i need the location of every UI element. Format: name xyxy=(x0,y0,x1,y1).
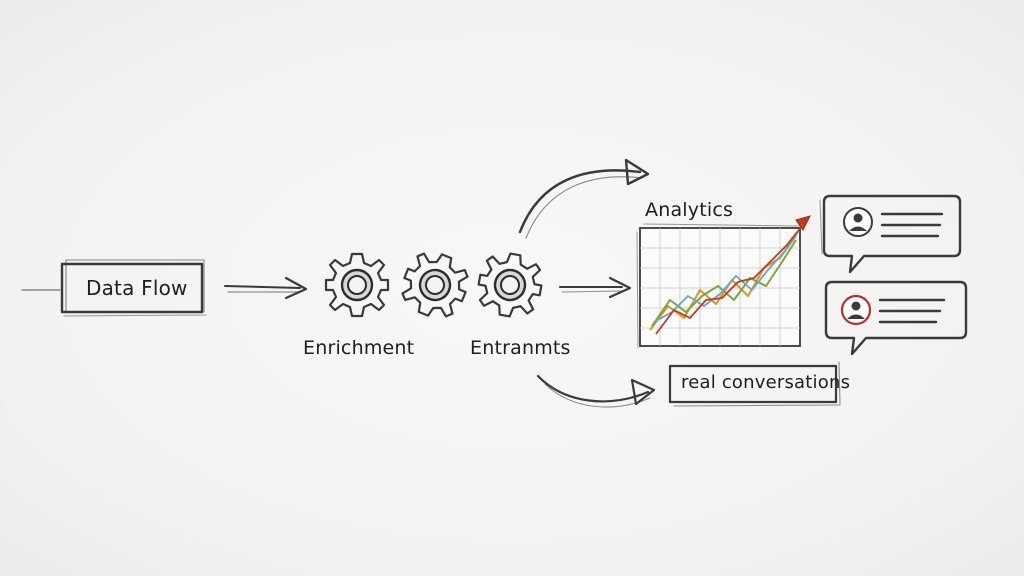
chart-series-red xyxy=(655,225,803,335)
data-flow-box xyxy=(60,259,207,317)
arrow-to-gears xyxy=(224,276,308,300)
chat-bubble-icon-2 xyxy=(824,280,968,356)
user-avatar-icon-2 xyxy=(840,294,872,326)
chat-bubble-icon-1 xyxy=(819,194,962,274)
enrichment-label: Enrichment xyxy=(303,337,415,359)
entranmts-label: Entranmts xyxy=(470,337,571,359)
gear-icon-2 xyxy=(393,243,477,327)
user-avatar-icon-1 xyxy=(843,207,873,237)
gear-icon-1 xyxy=(324,252,390,318)
trend-arrowhead xyxy=(795,215,811,231)
data-flow-label: Data Flow xyxy=(86,276,188,300)
real-conversations-label: real conversations xyxy=(681,372,851,393)
gear-icon-3 xyxy=(472,247,548,323)
analytics-label: Analytics xyxy=(645,199,734,221)
analytics-chart xyxy=(636,215,811,349)
chart-series-blue xyxy=(653,231,799,323)
real-conversations-box xyxy=(668,361,841,407)
arrow-to-chart xyxy=(559,276,632,299)
curved-arrow-up xyxy=(518,158,650,239)
curved-arrow-down xyxy=(536,374,656,408)
